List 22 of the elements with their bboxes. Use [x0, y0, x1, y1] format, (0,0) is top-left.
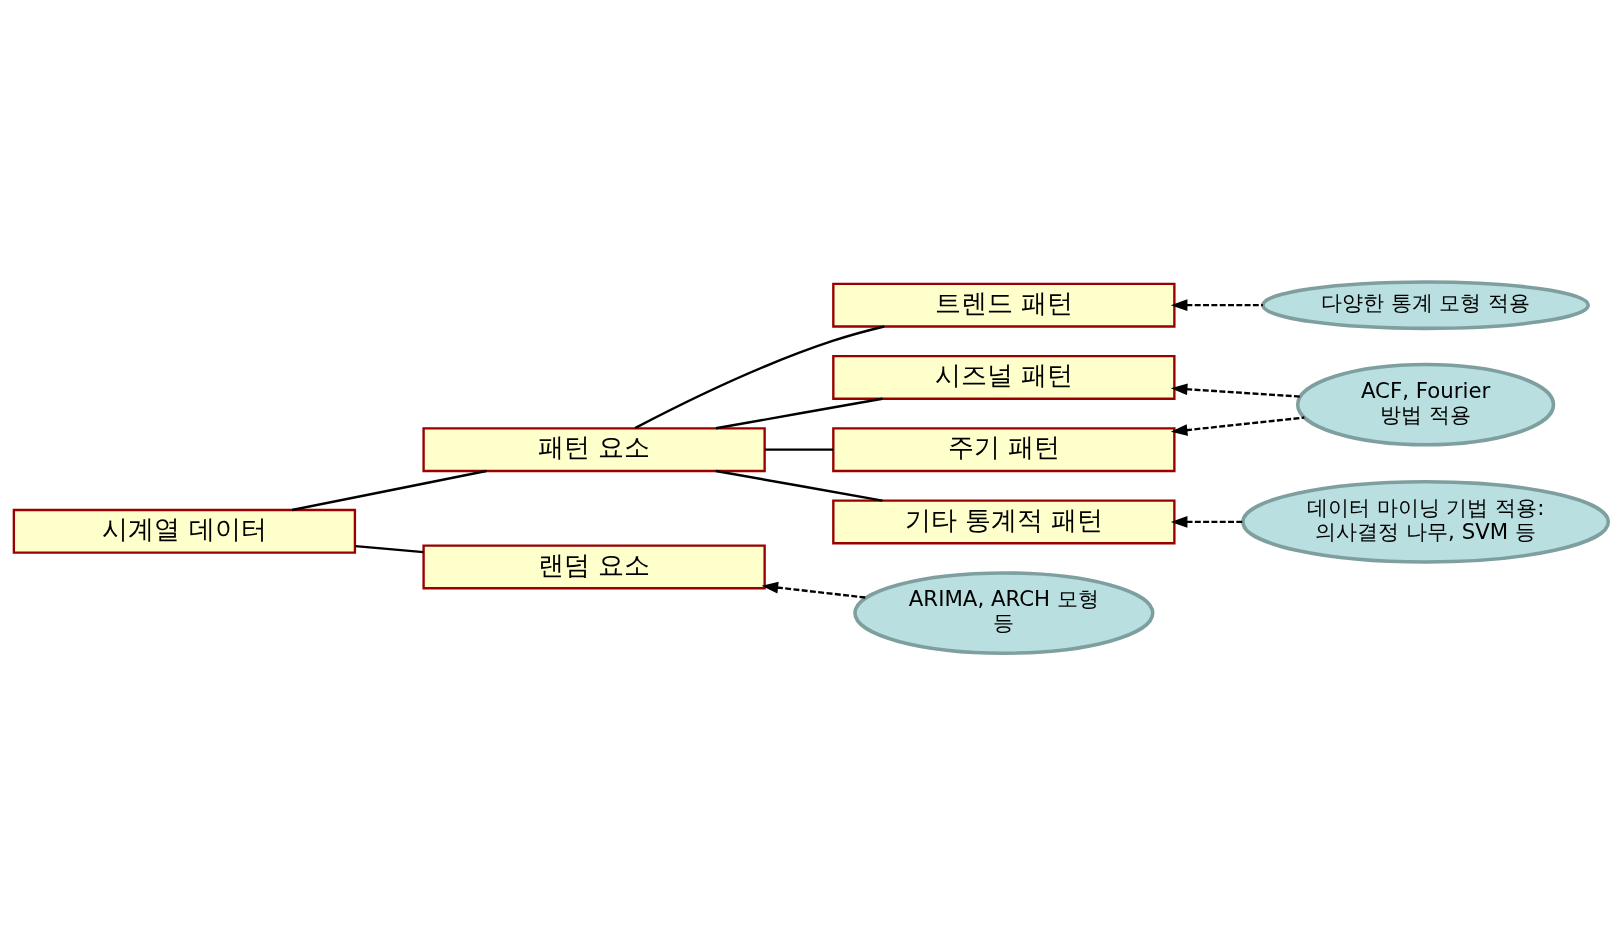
arrow [1170, 299, 1263, 311]
node-box: 주기 패턴 [832, 427, 1176, 473]
node-ellipse: 데이터 마이닝 기법 적용: 의사결정 나무, SVM 등 [1241, 480, 1611, 564]
connector [715, 397, 883, 430]
connector [355, 545, 424, 554]
node-ellipse: 다양한 통계 모형 적용 [1261, 280, 1591, 331]
arrow [1170, 383, 1301, 398]
node-box: 랜덤 요소 [422, 544, 766, 590]
node-box: 기타 통계적 패턴 [832, 499, 1176, 545]
connector [634, 325, 885, 430]
node-box: 트렌드 패턴 [832, 282, 1176, 328]
node-box: 시계열 데이터 [12, 508, 357, 554]
connector [765, 448, 834, 451]
node-ellipse: ACF, Fourier 방법 적용 [1295, 362, 1556, 447]
connector [291, 469, 487, 512]
node-box: 패턴 요소 [422, 427, 766, 473]
connector [715, 469, 883, 502]
arrow [1170, 516, 1243, 528]
node-ellipse: ARIMA, ARCH 모형 등 [853, 571, 1155, 655]
node-box: 시즈널 패턴 [832, 354, 1176, 400]
arrow [761, 581, 867, 599]
arrow [1170, 416, 1305, 436]
